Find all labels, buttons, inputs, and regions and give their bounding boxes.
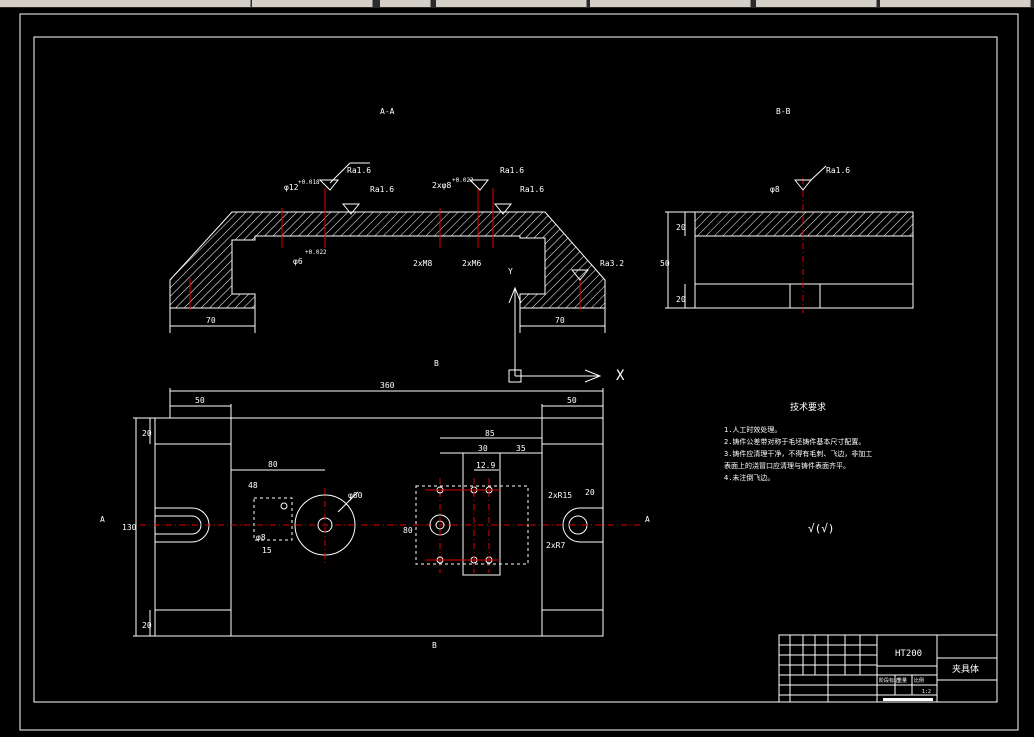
dim-plan-20-top: 20 [142, 429, 152, 438]
toolbar-segment[interactable] [0, 0, 251, 7]
title-weight-label: 重量 [897, 677, 907, 684]
bb-body-outline [694, 235, 914, 309]
dim-plan-12-9: 12.9 [476, 461, 495, 470]
dim-plan-20-bottom: 20 [142, 621, 152, 630]
roughness-bb: Ra1.6 [826, 166, 850, 175]
tech-line-2: 2.铸件公差带对称于毛坯铸件基本尺寸配置。 [724, 437, 865, 446]
title-scale-value: 1:2 [922, 689, 931, 695]
roughness-ra32: Ra3.2 [600, 259, 624, 268]
tech-line-1: 1.人工时效处理。 [724, 425, 781, 434]
title-stage-label: 阶段标记 [879, 677, 899, 684]
toolbar-segment[interactable] [756, 0, 877, 7]
cad-drawing: A-A 70 70 Ra1.6 Ra1.6 Ra1.6 Ra1.6 Ra3.2 … [19, 13, 1019, 731]
dim-plan-130: 130 [122, 523, 137, 532]
roughness-note: √(√) [808, 522, 835, 535]
dim-plan-85: 85 [485, 429, 495, 438]
dim-plan-15: 15 [262, 546, 272, 555]
dim-2xr7: 2xR7 [546, 541, 565, 550]
toolbar-segment[interactable] [590, 0, 751, 7]
tech-line-3: 3.铸件应清理干净，不得有毛刺、飞边，非加工 [724, 449, 872, 458]
title-block: HT200 夹具体 阶段标记 重量 比例 1:2 [778, 634, 998, 703]
section-mark-a-right: A [645, 515, 650, 524]
dim-plan-20-right: 20 [585, 488, 595, 497]
key-slot [462, 452, 501, 576]
toolbar-segment[interactable] [880, 0, 1031, 7]
dim-plan-phi8: φ8 [256, 533, 266, 542]
dim-phi12: φ12 [284, 183, 299, 192]
ucs-axis-icon: X Y [508, 267, 625, 384]
dim-2xphi8: 2xφ8 [432, 181, 451, 190]
axis-y-label: Y [508, 267, 513, 276]
section-mark-b-top: B [434, 359, 439, 368]
tol-phi12: +0.018 [298, 179, 320, 186]
toolbar-segment[interactable] [380, 0, 431, 7]
title-material: HT200 [895, 649, 922, 659]
dim-aa-left-70: 70 [206, 316, 216, 325]
dim-plan-50-right: 50 [567, 396, 577, 405]
dim-bb-20-top: 20 [676, 223, 686, 232]
tol-phi6: +0.022 [305, 249, 327, 256]
roughness-ra16-1: Ra1.6 [347, 166, 371, 175]
dim-bb-50: 50 [660, 259, 670, 268]
plan-view: B B A A [100, 359, 650, 650]
dim-plan-48: 48 [248, 481, 258, 490]
dim-plan-80b: 80 [403, 526, 413, 535]
dim-2xr15: 2xR15 [548, 491, 572, 500]
dim-aa-right-70: 70 [555, 316, 565, 325]
dim-phi6: φ6 [293, 257, 303, 266]
sheet-inner-border [33, 36, 998, 703]
toolbar-segment[interactable] [436, 0, 587, 7]
roughness-ra16-2: Ra1.6 [370, 185, 394, 194]
drawing-canvas[interactable]: A-A 70 70 Ra1.6 Ra1.6 Ra1.6 Ra1.6 Ra3.2 … [0, 8, 1034, 733]
tech-line-4: 表面上的浇冒口应清理与铸件表面齐平。 [724, 461, 850, 470]
roughness-ra16-3: Ra1.6 [500, 166, 524, 175]
dim-plan-360: 360 [380, 381, 395, 390]
section-aa-title: A-A [380, 107, 395, 116]
tech-title: 技术要求 [790, 401, 826, 413]
dim-2xm6: 2xM6 [462, 259, 481, 268]
right-slot [562, 507, 603, 543]
dim-bb-20-bottom: 20 [676, 295, 686, 304]
bb-top-hatch [694, 211, 914, 237]
plan-outline [154, 417, 604, 637]
dim-plan-50-left: 50 [195, 396, 205, 405]
dim-plan-35: 35 [516, 444, 526, 453]
title-part-name: 夹具体 [952, 663, 979, 675]
dim-plan-80: 80 [268, 460, 278, 469]
dim-2xm8: 2xM8 [413, 259, 432, 268]
section-mark-a-left: A [100, 515, 105, 524]
technical-requirements: 技术要求 1.人工时效处理。 2.铸件公差带对称于毛坯铸件基本尺寸配置。 3.铸… [724, 401, 872, 535]
section-bb-title: B-B [776, 107, 791, 116]
toolbar-segment[interactable] [252, 0, 373, 7]
tech-line-5: 4.未注倒飞边。 [724, 473, 774, 482]
window-toolbar-strip [0, 0, 1034, 8]
section-mark-b-bottom: B [432, 641, 437, 650]
sheet-outer-border [19, 13, 1019, 731]
dim-plan-30: 30 [478, 444, 488, 453]
dim-bb-phi8: φ8 [770, 185, 780, 194]
roughness-ra16-4: Ra1.6 [520, 185, 544, 194]
dim-phi60: φ60 [348, 491, 363, 500]
section-bb-view: B-B 50 20 20 φ8 Ra1.6 [660, 107, 914, 313]
tol-2xphi8: +0.022 [452, 177, 474, 184]
section-aa-view: A-A 70 70 Ra1.6 Ra1.6 Ra1.6 Ra1.6 Ra3.2 … [169, 107, 624, 333]
title-scale-label: 比例 [914, 677, 924, 684]
aa-section-hatch [169, 211, 606, 309]
axis-x-label: X [616, 368, 625, 384]
